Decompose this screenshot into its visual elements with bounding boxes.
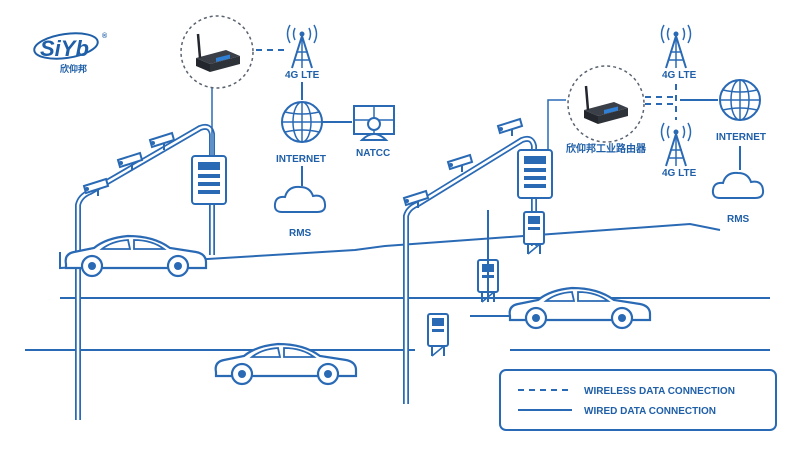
ticket-machine-icon <box>523 211 545 255</box>
control-cabinet-icon <box>191 155 227 205</box>
left-internet: INTERNET <box>276 101 326 165</box>
right-cell-tower-top: 4G LTE <box>660 24 697 81</box>
legend-box: WIRELESS DATA CONNECTION WIRED DATA CONN… <box>499 369 777 431</box>
cloud-icon <box>273 185 327 213</box>
logo-name-cn: 欣仰邦 <box>60 63 87 74</box>
brand-logo: SiYb ® 欣仰邦 <box>33 32 108 74</box>
left-cell-tower: 4G LTE <box>285 24 320 81</box>
control-cabinet-icon <box>517 149 553 199</box>
wireless-links-right <box>645 84 677 120</box>
globe-icon <box>719 79 761 121</box>
globe-icon <box>281 101 323 143</box>
wired-link <box>547 99 566 150</box>
left-rms: RMS <box>273 185 327 239</box>
right-rms-label: RMS <box>727 214 750 225</box>
right-router-circle <box>567 65 645 143</box>
camera-icon <box>447 154 473 173</box>
road-lines <box>25 222 770 351</box>
right-cell-tower-bottom: 4G LTE <box>660 122 697 179</box>
router-label: 欣仰邦工业路由器 <box>566 142 647 155</box>
right-tower-top-label: 4G LTE <box>662 70 697 81</box>
cell-tower-icon <box>660 24 692 69</box>
ticket-machine-icon <box>427 313 449 357</box>
right-internet: INTERNET <box>716 79 766 143</box>
left-router-circle <box>180 15 254 89</box>
right-tower-bottom-label: 4G LTE <box>662 168 697 179</box>
legend-wireless-label: WIRELESS DATA CONNECTION <box>584 386 735 397</box>
right-rms: RMS <box>711 171 765 225</box>
right-light-pole <box>403 99 566 404</box>
left-internet-label: INTERNET <box>276 154 326 165</box>
operator-icon <box>353 105 395 141</box>
camera-icon <box>83 178 109 197</box>
car-icon <box>508 286 652 330</box>
left-light-pole <box>75 88 227 420</box>
natcc-label: NATCC <box>356 148 390 159</box>
cell-tower-icon <box>660 122 692 167</box>
camera-icon <box>497 118 523 137</box>
right-internet-label: INTERNET <box>716 132 766 143</box>
cloud-icon <box>711 171 765 199</box>
natcc-operator: NATCC <box>353 105 395 159</box>
logo-text: SiYb <box>40 36 89 61</box>
car-icon <box>64 234 208 278</box>
cell-tower-icon <box>286 24 318 69</box>
left-tower-label: 4G LTE <box>285 70 320 81</box>
left-rms-label: RMS <box>289 228 312 239</box>
svg-text:®: ® <box>102 32 108 40</box>
legend-wired-label: WIRED DATA CONNECTION <box>584 406 716 417</box>
